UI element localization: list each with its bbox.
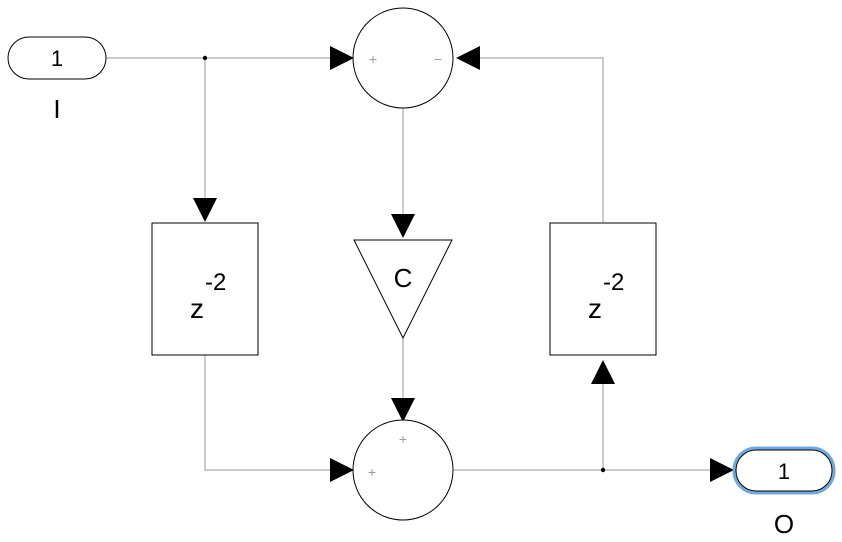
arrowhead-into-top-sum-left [330,46,354,70]
outport-block[interactable]: 1 [732,446,836,495]
outport-highlight [732,446,836,495]
sum-top-sign-right: − [434,51,442,67]
gain-block[interactable]: C [353,239,453,340]
branch-point-input [202,55,208,61]
outport-shape [735,449,833,492]
arrowhead-into-right-delay [591,360,615,384]
delay-block-left[interactable]: z -2 [151,222,259,356]
sum-block-bottom[interactable]: + + [352,419,454,521]
arrowheads [193,46,734,482]
delay-block-right[interactable]: z -2 [549,222,657,356]
arrowhead-into-output [710,458,734,482]
sum-bottom-circle [352,419,454,521]
signal-lines [106,57,710,471]
branch-point-output [600,467,606,473]
arrowhead-into-top-sum-right [456,46,480,70]
delay-left-base: z [190,293,204,324]
delay-left-text: z [190,293,204,324]
inport-shape [7,36,107,80]
delay-right-box [549,222,657,356]
delay-left-box [151,222,259,356]
wire-right-delay-to-sum [480,57,604,222]
sum-bottom-sign-left: + [368,464,376,480]
delay-right-text: z [588,293,602,324]
wire-left-delay-to-sum [204,355,330,471]
delay-right-base: z [588,293,602,324]
delay-left-exponent: -2 [205,269,226,296]
sum-top-circle [352,7,454,109]
outport-label: O [774,509,794,539]
delay-right-exponent: -2 [603,269,624,296]
arrowhead-into-bottom-sum-left [330,458,354,482]
inport-number: 1 [51,46,63,71]
sum-top-sign-left: + [369,51,377,67]
sum-block-top[interactable]: + − [352,7,454,109]
gain-triangle [353,239,453,340]
arrowhead-into-gain [391,214,415,238]
arrowhead-into-bottom-sum-top [391,398,415,422]
inport-label: I [53,94,60,124]
gain-label: C [394,263,413,293]
inport-block[interactable]: 1 [7,36,107,80]
outport-number: 1 [778,459,790,484]
arrowhead-into-left-delay [193,198,217,222]
sum-bottom-sign-top: + [399,431,407,447]
